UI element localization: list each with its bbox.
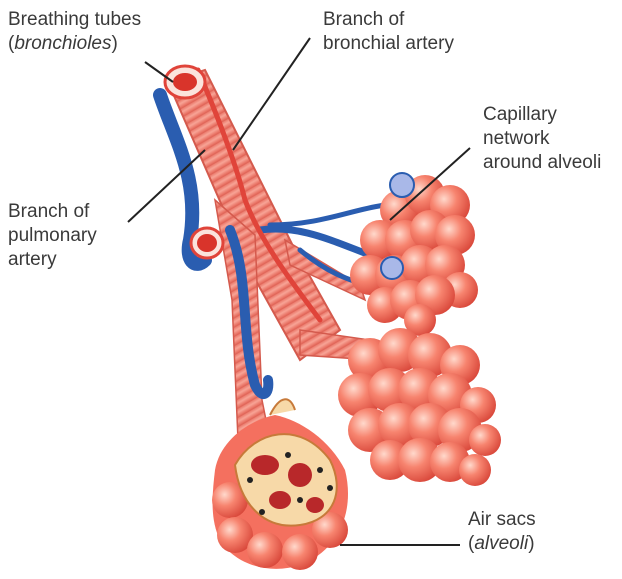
label-bronchioles-line1: Breathing tubes [8,8,141,32]
label-bronchioles-line2: (bronchioles) [8,32,141,56]
label-capillary-line2: network [483,127,601,151]
label-alveoli-line2: (alveoli) [468,532,536,556]
label-capillary: Capillary network around alveoli [483,103,601,175]
label-bronchioles: Breathing tubes (bronchioles) [8,8,141,56]
term-bronchioles: bronchioles [14,33,111,54]
label-bronchial-artery-line1: Branch of [323,8,454,32]
paren-close: ) [112,33,118,54]
label-pulmonary: Branch of pulmonary artery [8,200,97,272]
label-pulmonary-line1: Branch of [8,200,97,224]
term-alveoli: alveoli [474,533,528,554]
label-bronchial-artery: Branch of bronchial artery [323,8,454,56]
label-bronchial-artery-line2: bronchial artery [323,32,454,56]
label-capillary-line3: around alveoli [483,151,601,175]
label-capillary-line1: Capillary [483,103,601,127]
alveoli-cutaway [212,399,348,570]
label-alveoli: Air sacs (alveoli) [468,508,536,556]
label-alveoli-line1: Air sacs [468,508,536,532]
alveoli-cluster-lower [338,328,501,486]
label-pulmonary-line3: artery [8,248,97,272]
leader-bronchial-artery [233,38,310,150]
label-pulmonary-line2: pulmonary [8,224,97,248]
paren-close: ) [528,533,534,554]
